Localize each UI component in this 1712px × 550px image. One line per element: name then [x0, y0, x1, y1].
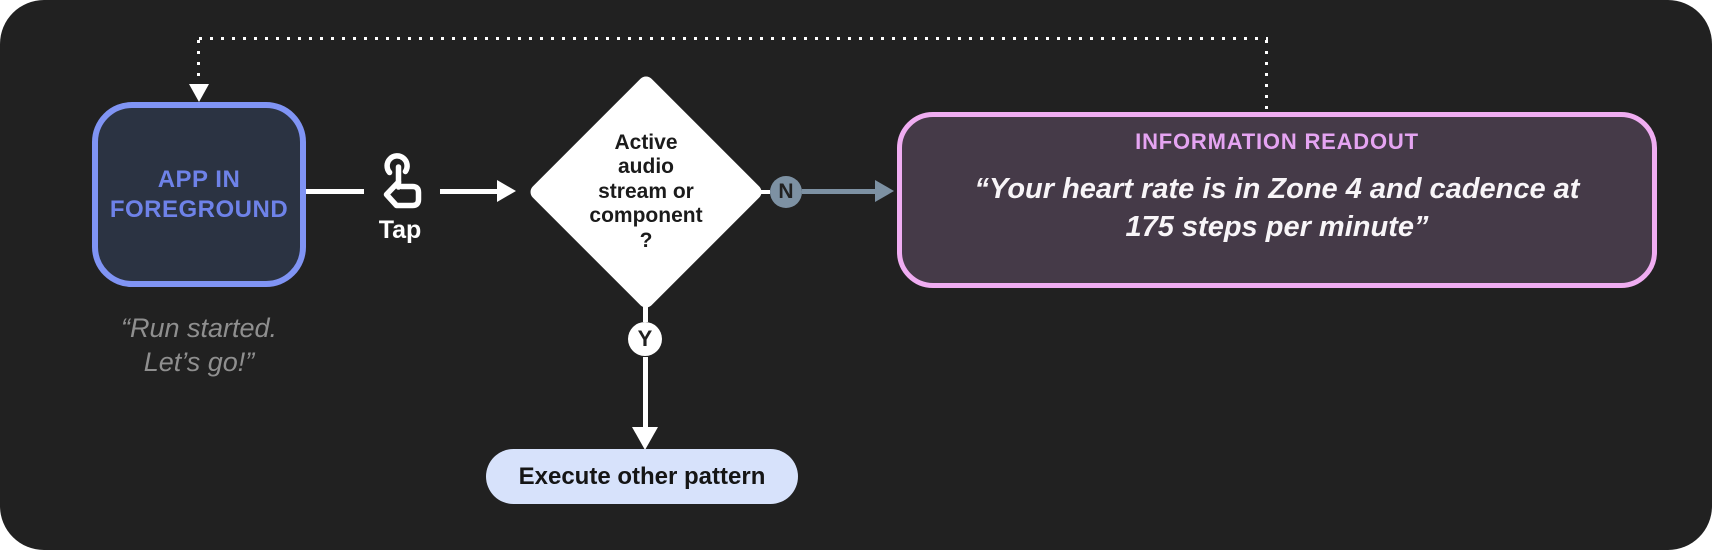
- arrowhead-tap-to-decision-icon: [497, 180, 516, 202]
- arrowhead-y-to-execute-icon: [632, 427, 658, 450]
- feedback-loop-dotted-line-right: [1265, 40, 1268, 110]
- feedback-loop-dotted-line-left: [197, 40, 200, 82]
- information-readout-node: INFORMATION READOUT “Your heart rate is …: [897, 112, 1657, 288]
- arrowhead-n-to-readout-icon: [875, 180, 894, 202]
- yes-branch-badge: Y: [628, 322, 662, 356]
- app-in-foreground-node: APP IN FOREGROUND: [92, 102, 306, 287]
- connector-decision-to-y: [643, 306, 648, 322]
- execute-other-pattern-node: Execute other pattern: [486, 449, 798, 504]
- execute-other-pattern-label: Execute other pattern: [518, 462, 766, 490]
- information-readout-title: INFORMATION READOUT: [1135, 129, 1419, 154]
- decision-question: Active audio stream or component ?: [589, 130, 703, 252]
- tap-gesture-icon: [383, 153, 422, 209]
- connector-tap-to-decision: [440, 189, 498, 194]
- connector-decision-to-n: [760, 190, 770, 194]
- feedback-loop-arrowhead-icon: [189, 84, 209, 102]
- no-branch-badge: N: [770, 176, 802, 208]
- app-voice-quote: “Run started. Let’s go!”: [120, 313, 278, 377]
- tap-label: Tap: [378, 216, 422, 244]
- tap-gesture: Tap: [368, 152, 432, 245]
- connector-n-to-readout: [802, 189, 876, 194]
- feedback-loop-dotted-line-top: [199, 37, 1268, 40]
- connector-y-to-execute: [643, 357, 648, 429]
- information-readout-message: “Your heart rate is in Zone 4 and cadenc…: [974, 173, 1580, 243]
- connector-app-to-tap: [306, 189, 364, 194]
- app-in-foreground-label: APP IN FOREGROUND: [109, 165, 289, 223]
